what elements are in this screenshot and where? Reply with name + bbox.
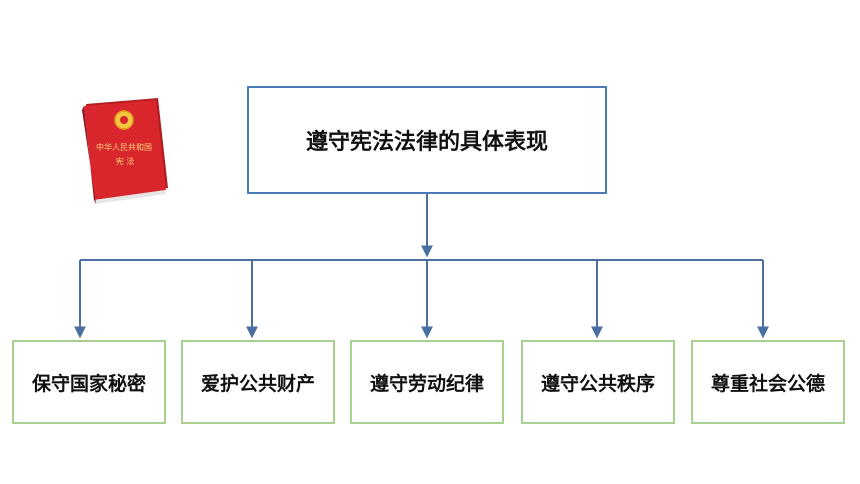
book-title-line-1: 中华人民共和国 <box>96 142 152 152</box>
child-node-label: 保守国家秘密 <box>31 372 146 395</box>
child-node-label: 爱护公共财产 <box>200 372 315 395</box>
child-node-2: 爱护公共财产 <box>181 340 335 424</box>
child-node-4: 遵守公共秩序 <box>521 340 675 424</box>
root-node-label: 遵守宪法法律的具体表现 <box>305 130 548 155</box>
child-node-label: 遵守劳动纪律 <box>369 372 484 395</box>
child-node-label: 遵守公共秩序 <box>540 372 655 395</box>
child-node-3: 遵守劳动纪律 <box>350 340 504 424</box>
constitution-book-image: 中华人民共和国 宪 法 <box>82 98 168 204</box>
child-node-1: 保守国家秘密 <box>12 340 166 424</box>
root-node: 遵守宪法法律的具体表现 <box>247 86 607 194</box>
book-title-line-2: 宪 法 <box>116 156 135 166</box>
child-node-5: 尊重社会公德 <box>691 340 845 424</box>
child-node-label: 尊重社会公德 <box>710 372 825 395</box>
